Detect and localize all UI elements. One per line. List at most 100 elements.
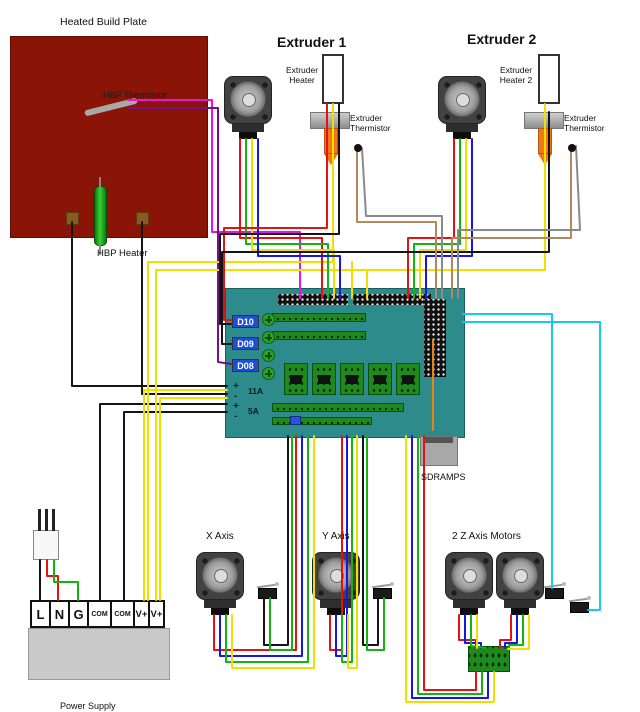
board-pin-d08: D08 (232, 359, 259, 372)
motor-body-icon (496, 552, 544, 600)
board-pin-d10: D10 (232, 315, 259, 328)
y-endstop-switch (373, 582, 394, 599)
wire (263, 435, 289, 646)
wire (458, 614, 477, 649)
psu-terminal-g: G (68, 600, 89, 628)
pin-header-icon (424, 299, 446, 377)
motor-body-icon (445, 552, 493, 600)
psu-terminal-l: L (30, 600, 51, 628)
extruder1-title: Extruder 1 (277, 34, 347, 50)
female-header-icon (272, 417, 372, 425)
female-header-icon (272, 313, 366, 322)
psu-terminal-com: COM (87, 600, 112, 628)
plug-prong-icon (52, 509, 55, 531)
x-axis-stepper-motor (196, 552, 244, 615)
wire (462, 313, 553, 589)
motor-base-icon (232, 124, 264, 132)
wire (335, 435, 348, 657)
extruder2-thermistor-bead-icon (568, 144, 576, 152)
extruder1-heater-label: Extruder Heater (285, 65, 319, 85)
pin-header-icon (278, 294, 348, 305)
motor-body-icon (224, 76, 272, 124)
wire (413, 138, 461, 299)
extruder1-thermistor-bead-icon (354, 144, 362, 152)
wire (219, 435, 303, 657)
extruder1-heater-cartridge (322, 54, 344, 104)
wire (507, 614, 530, 650)
motor-connector-icon (511, 608, 529, 615)
motor-connector-icon (211, 608, 229, 615)
extruder1-stepper-motor (224, 76, 272, 139)
female-header-icon (272, 331, 366, 340)
power-output-5a: 5A (248, 406, 259, 416)
motor-base-icon (504, 600, 536, 608)
wire (451, 151, 572, 299)
pin-header-icon (353, 294, 431, 305)
wire (419, 138, 467, 299)
extruder2-heater-block (524, 112, 564, 129)
wire (341, 435, 353, 663)
wire (225, 435, 309, 663)
motor-base-icon (446, 124, 478, 132)
screw-terminal-icon (262, 331, 275, 344)
z-endstop-switch-2 (570, 596, 591, 613)
stepper-driver-socket (312, 363, 336, 395)
power-supply-label: Power Supply (60, 701, 116, 711)
extruder1-nozzle-icon (324, 128, 338, 154)
wire (407, 138, 455, 299)
motor-connector-icon (327, 608, 345, 615)
psu-body (28, 628, 170, 680)
extruder2-heater-label: Extruder Heater 2 (499, 65, 533, 85)
wire (231, 435, 315, 669)
wire (141, 221, 228, 395)
stepper-driver-socket (284, 363, 308, 395)
female-header-icon (272, 403, 404, 412)
hbp-heater-resistor-icon (94, 177, 107, 255)
wire (504, 614, 518, 649)
heated-build-plate (10, 36, 208, 238)
motor-base-icon (453, 600, 485, 608)
x-endstop-switch (258, 582, 279, 599)
extruder1-thermistor-label: Extruder Thermistor (350, 113, 391, 133)
wire (245, 138, 329, 299)
wire (213, 435, 297, 651)
wire (329, 435, 343, 651)
ramps-board: D10 D09 D08 + - 11A + - 5A (225, 288, 465, 438)
motor-body-icon (312, 552, 360, 600)
wire (457, 145, 581, 299)
wire (362, 435, 379, 646)
wire (361, 147, 443, 299)
wire (366, 435, 385, 651)
motor-body-icon (196, 552, 244, 600)
psu-terminal-vplus: V+ (148, 600, 165, 628)
screw-terminal-icon (262, 313, 275, 326)
stepper-driver-socket (396, 363, 420, 395)
screw-terminal-icon (262, 367, 275, 380)
stepper-driver-socket (340, 363, 364, 395)
motor-body-icon (438, 76, 486, 124)
motor-connector-icon (239, 132, 257, 139)
board-pin-d09: D09 (232, 337, 259, 350)
extruder1-heater-block (310, 112, 350, 129)
extruder2-nozzle-tip-icon (538, 154, 552, 165)
y-axis-label: Y Axis (322, 531, 350, 542)
z-axis-stepper-motor-2 (496, 552, 544, 615)
motor-base-icon (320, 600, 352, 608)
motor-connector-icon (460, 608, 478, 615)
wire (508, 614, 524, 649)
sdramps-label: SDRAMPS (421, 472, 466, 482)
motor-connector-icon (453, 132, 471, 139)
wire (46, 559, 59, 601)
y-axis-stepper-motor (312, 552, 360, 615)
extruder2-thermistor-label: Extruder Thermistor (564, 113, 605, 133)
minus-sign: - (234, 411, 238, 422)
hbp-thermistor-label: HBP Thermistor (103, 90, 167, 100)
wire (239, 138, 323, 299)
extruder1-nozzle-tip-icon (324, 154, 338, 165)
extruder2-title: Extruder 2 (467, 31, 537, 47)
psu-terminal-n: N (49, 600, 70, 628)
motor-base-icon (204, 600, 236, 608)
plug-prong-icon (45, 509, 48, 531)
wire (356, 151, 437, 299)
